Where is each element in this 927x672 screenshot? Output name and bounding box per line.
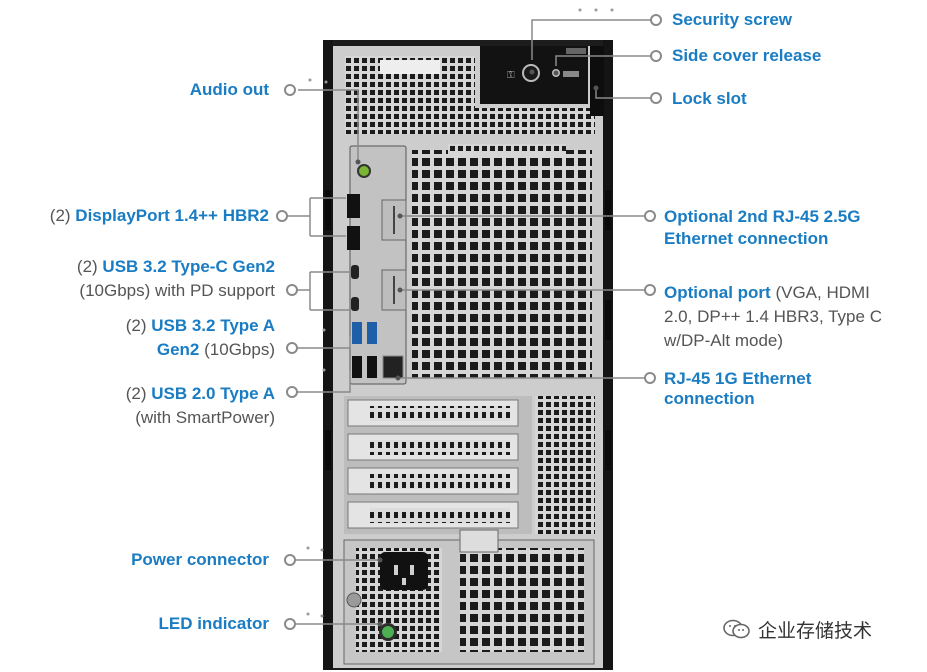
usbc-label: (2) USB 3.2 Type-C Gen2 (10Gbps) with PD… [76,257,275,300]
rj45-2g-label: Optional 2nd RJ-45 2.5G Ethernet connect… [664,207,861,248]
lock-slot-label: Lock slot [672,89,747,108]
top-vent [345,56,595,134]
rj45-1g-label: RJ-45 1G Ethernet connection [664,369,812,408]
psu-area [343,529,595,665]
led-indicator-label: LED indicator [158,614,269,633]
usba-label: (2) USB 3.2 Type A Gen2 (10Gbps) [125,316,275,359]
usb2-label: (2) USB 2.0 Type A (with SmartPower) [125,384,275,427]
expansion-slots [344,396,595,534]
callout-markers [276,14,662,630]
decor-dots [306,8,614,618]
optional-port-label: Optional port (VGA, HDMI 2.0, DP++ 1.4 H… [664,283,882,350]
svg-text:⚿: ⚿ [507,70,515,81]
io-panel [347,145,407,385]
anchor-dots [355,69,599,627]
fan-grille [412,144,592,378]
security-screw-label: Security screw [672,10,793,29]
audio-out-label: Audio out [189,80,269,99]
wechat-icon [723,619,750,639]
side-cover-release-label: Side cover release [672,46,822,65]
displayport-label: (2) DisplayPort 1.4++ HBR2 [49,206,269,225]
watermark: 企业存储技术 [758,620,873,642]
power-connector-label: Power connector [131,550,269,569]
